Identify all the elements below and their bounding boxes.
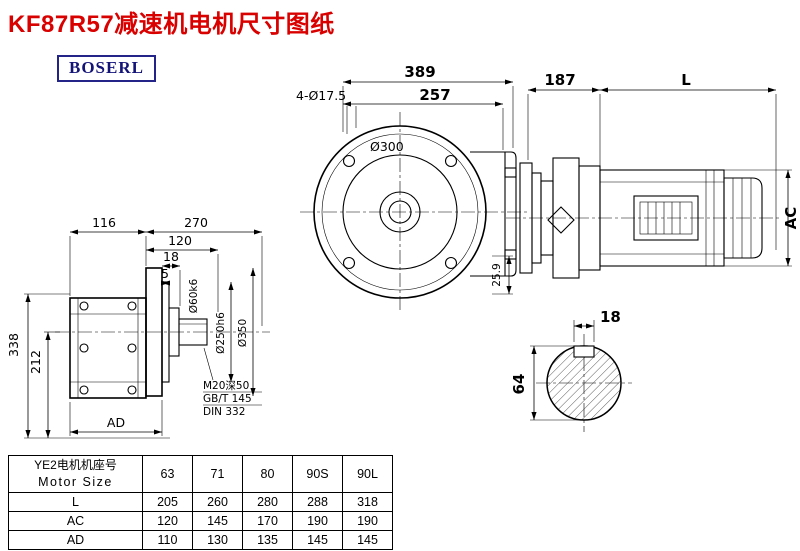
dim-338-label: 338	[6, 333, 21, 357]
dim-shaft-diameter-label: Ø60k6	[188, 278, 200, 313]
dim-5-label: 5	[161, 266, 169, 281]
cell: 145	[292, 530, 343, 550]
table-row-AD: AD 110 130 135 145 145	[8, 530, 393, 550]
motor-size-table: YE2电机机座号 Motor Size 63 71 80 90S 90L L 2…	[8, 455, 393, 550]
front-view-dims: 116 270 120 18 5 Ø60k6 Ø250h6 Ø350	[6, 215, 263, 439]
dim-AC-label: AC	[782, 207, 800, 230]
dim-300-label: Ø300	[370, 139, 404, 154]
dim-spigot-diameter-label: Ø250h6	[215, 312, 227, 354]
cell: 190	[292, 511, 343, 531]
dim-120-label: 120	[168, 233, 192, 248]
dim-64-label: 64	[510, 374, 528, 395]
cell: 260	[192, 492, 243, 512]
cell: 130	[192, 530, 243, 550]
dim-212-label: 212	[28, 350, 43, 374]
flange-view-dims: 389 257 4-Ø17.5 Ø300 25.9	[296, 63, 514, 295]
row-label: AC	[8, 511, 143, 531]
shaft-section-view: 18 64	[510, 308, 632, 432]
dim-bolt-holes-label: 4-Ø17.5	[296, 88, 346, 103]
table-header-cell: YE2电机机座号 Motor Size	[8, 455, 143, 493]
dim-key-18-label: 18	[600, 308, 621, 326]
table-row-L: L 205 260 280 288 318	[8, 492, 393, 512]
table-header-en: Motor Size	[38, 474, 113, 489]
note-din-label: DIN 332	[203, 406, 245, 418]
flange-view	[300, 112, 530, 312]
motor-side-view	[506, 157, 782, 279]
dim-18-label: 18	[163, 249, 179, 264]
front-view	[55, 267, 270, 399]
cell: 288	[292, 492, 343, 512]
brand-logo: BOSERL	[57, 55, 156, 82]
cell: 318	[342, 492, 393, 512]
dim-AD-label: AD	[107, 415, 125, 430]
table-header-cn: YE2电机机座号	[34, 458, 117, 473]
note-gbt-label: GB/T 145	[203, 393, 252, 405]
col-header-80: 80	[242, 455, 293, 493]
cell: 110	[142, 530, 193, 550]
dim-flange-diameter-label: Ø350	[237, 319, 249, 347]
row-label: L	[8, 492, 143, 512]
dim-25-9-label: 25.9	[491, 263, 503, 286]
col-header-90l: 90L	[342, 455, 393, 493]
dim-270-label: 270	[184, 215, 208, 230]
motor-side-dims: 187 L AC	[527, 71, 800, 267]
cell: 205	[142, 492, 193, 512]
dim-187-label: 187	[544, 71, 575, 89]
dim-389-label: 389	[404, 63, 435, 81]
note-thread-label: M20深50	[203, 380, 249, 392]
table-header-row: YE2电机机座号 Motor Size 63 71 80 90S 90L	[8, 455, 393, 493]
cell: 135	[242, 530, 293, 550]
table-row-AC: AC 120 145 170 190 190	[8, 511, 393, 531]
row-label: AD	[8, 530, 143, 550]
page-title: KF87R57减速机电机尺寸图纸	[8, 11, 335, 38]
cell: 280	[242, 492, 293, 512]
dim-257-label: 257	[419, 86, 450, 104]
dim-116-label: 116	[92, 215, 116, 230]
dim-L-label: L	[681, 71, 691, 89]
cell: 120	[142, 511, 193, 531]
col-header-63: 63	[142, 455, 193, 493]
col-header-71: 71	[192, 455, 243, 493]
cell: 170	[242, 511, 293, 531]
cell: 145	[192, 511, 243, 531]
cell: 190	[342, 511, 393, 531]
cell: 145	[342, 530, 393, 550]
col-header-90s: 90S	[292, 455, 343, 493]
